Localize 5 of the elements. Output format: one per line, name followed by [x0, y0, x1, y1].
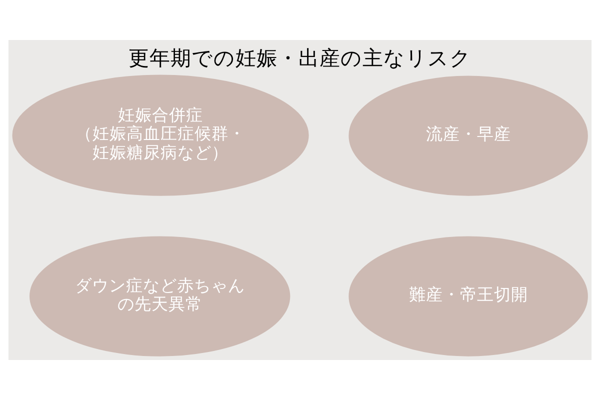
node-ellipse: 妊娠合併症 （妊娠高血圧症候群・妊娠糖尿病など） — [12, 74, 309, 196]
node-ellipse: ダウン症など赤ちゃんの先天異常 — [30, 236, 290, 356]
diagram-title: 更年期での妊娠・出産の主なリスク — [128, 46, 472, 70]
node-ellipse: 流産・早産 — [348, 76, 588, 196]
node-ellipse: 難産・帝王切開 — [348, 236, 588, 356]
